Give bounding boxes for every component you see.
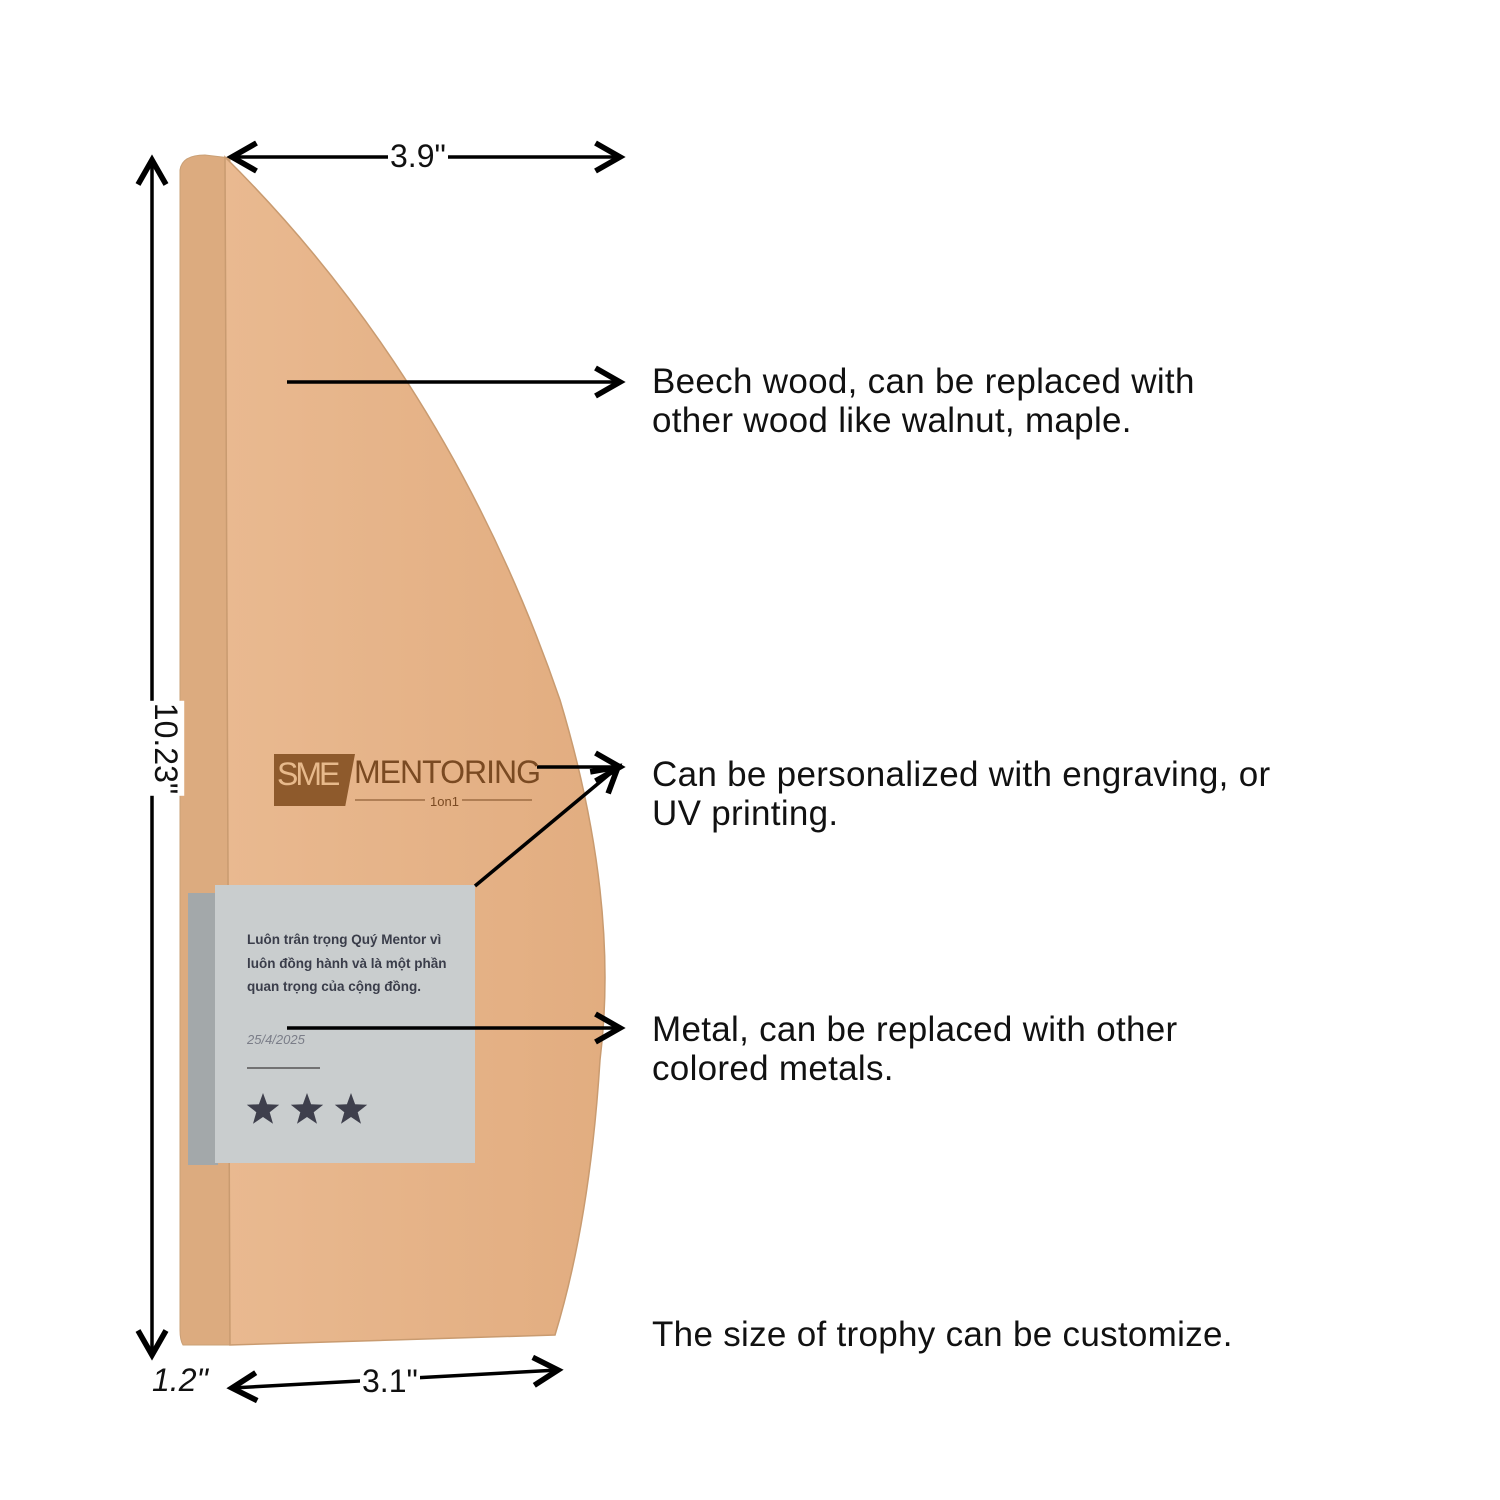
star-icon xyxy=(334,1093,368,1124)
trophy-side-face xyxy=(179,154,231,1346)
plaque-date: 25/4/2025 xyxy=(247,1032,305,1047)
width-label: 3.9" xyxy=(388,138,448,175)
wood-callout: Beech wood, can be replaced with other w… xyxy=(652,362,1195,440)
personalization-callout: Can be personalized with engraving, or U… xyxy=(652,755,1270,833)
callout-line: Beech wood, can be replaced with xyxy=(652,362,1195,401)
height-label: 10.23" xyxy=(147,700,185,797)
plaque-message: Luôn trân trọng Quý Mentor vì luôn đồng … xyxy=(247,932,447,994)
callout-line: UV printing. xyxy=(652,794,839,833)
depth-label: 1.2" xyxy=(150,1362,210,1399)
logo-sme-mark: SME xyxy=(274,754,355,806)
trophy-front-face xyxy=(224,155,606,1346)
size-callout: The size of trophy can be customize. xyxy=(652,1315,1233,1354)
logo-wordmark: MENTORING xyxy=(354,754,541,790)
base-width-label: 3.1" xyxy=(360,1363,420,1400)
callout-line: Can be personalized with engraving, or xyxy=(652,755,1271,794)
logo-subtitle: 1on1 xyxy=(430,794,459,809)
callout-line: colored metals. xyxy=(652,1049,894,1088)
star-icon xyxy=(290,1093,324,1124)
engraving-callout-arrow-2 xyxy=(473,763,623,888)
callout-line: other wood like walnut, maple. xyxy=(652,401,1132,440)
rating-stars xyxy=(246,1093,368,1124)
callout-line: The size of trophy can be customize. xyxy=(652,1315,1233,1354)
metal-callout: Metal, can be replaced with other colore… xyxy=(652,1010,1177,1088)
callout-line: Metal, can be replaced with other xyxy=(652,1010,1178,1049)
plaque-side xyxy=(188,893,218,1165)
star-icon xyxy=(246,1093,280,1124)
